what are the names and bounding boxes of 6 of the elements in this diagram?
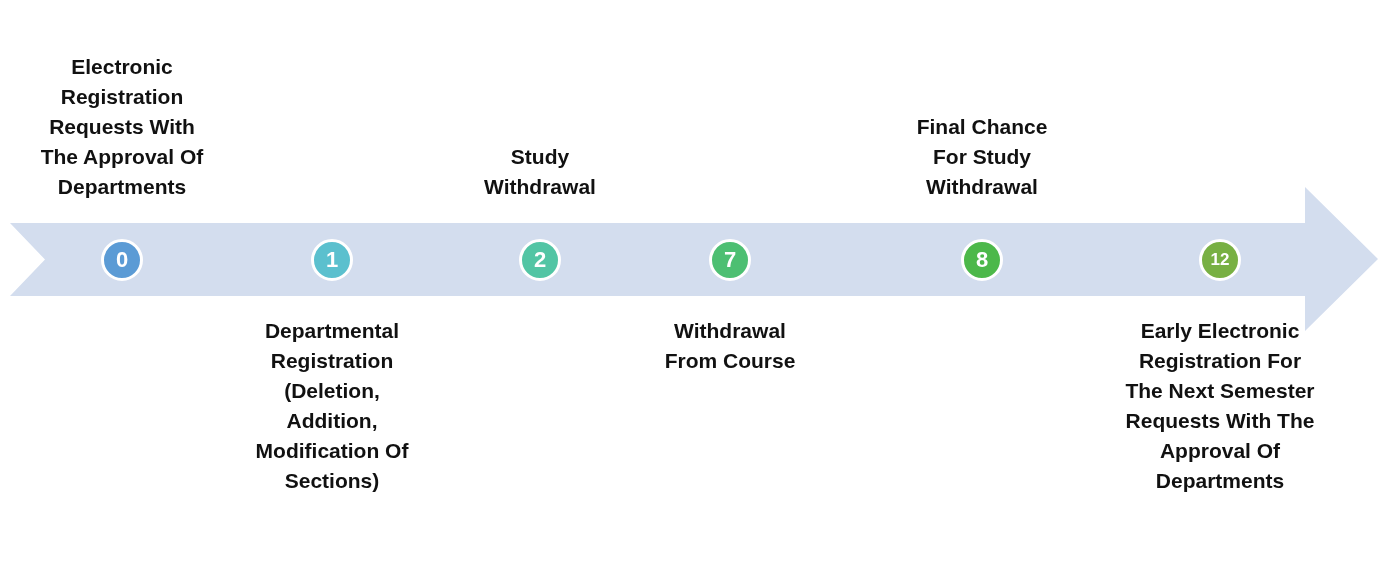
milestone-description: Early Electronic Registration For The Next Semester Requests With The Approval Of Departments (1124, 318, 1316, 494)
milestone-description: Final Chance For Study Withdrawal (915, 114, 1049, 200)
milestone-description: Study Withdrawal (483, 144, 597, 200)
milestone-description: Electronic Registration Requests With The Approval Of Departments (39, 54, 205, 200)
milestone-description: Withdrawal From Course (663, 318, 797, 374)
milestone-description: Departmental Registration (Deletion, Addition, Modification Of Sections) (254, 318, 410, 494)
